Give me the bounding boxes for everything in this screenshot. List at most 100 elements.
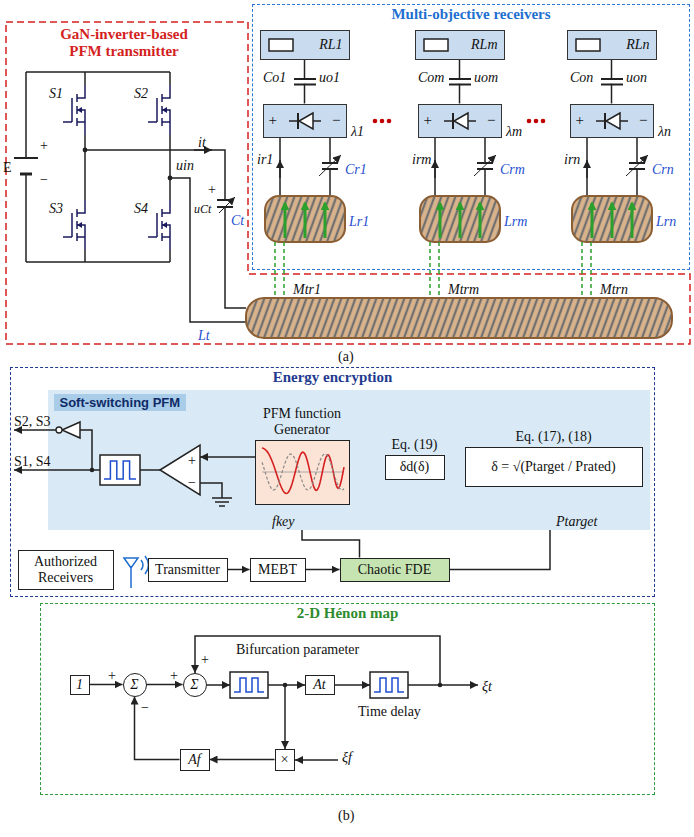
symbol-label: Lrm (504, 214, 527, 229)
signal-label: fkey (272, 514, 295, 529)
symbol-label: Mtr1 (293, 282, 321, 297)
ellipsis-dot (387, 119, 392, 124)
label-anchor: S2 (134, 84, 148, 102)
label-anchor: Lt (198, 326, 210, 344)
node-text: × (280, 752, 289, 768)
mosfet-symbol (148, 200, 170, 250)
symbol-label: Con (570, 70, 593, 85)
label-anchor: Cr1 (345, 160, 367, 178)
capacitor-plate (601, 79, 623, 85)
generator-fill (255, 440, 350, 505)
receiver-wire (587, 138, 637, 196)
soft-switching-band: Soft-switching PFMPFM function Generator… (48, 390, 650, 530)
symbol-label: E (3, 160, 12, 175)
rectifier-box: +− (570, 104, 654, 138)
mosfet-symbol (63, 85, 85, 135)
label-anchor: Crm (500, 160, 525, 178)
label-anchor: + (201, 650, 209, 668)
gate-wire (80, 430, 92, 470)
node-text: δd(δ) (400, 459, 430, 475)
node-text: 1 (76, 677, 83, 693)
symbol-label: Co1 (263, 70, 286, 85)
symbol-label: uo1 (319, 70, 340, 85)
gate-signal (14, 429, 56, 431)
label-anchor: ξf (342, 748, 352, 766)
symbol-label: Lrn (656, 214, 676, 229)
symbol-label: − (40, 172, 48, 187)
symbol-label: S4 (134, 201, 148, 216)
node-text: Chaotic FDE (358, 562, 432, 578)
junction-dot (283, 683, 288, 688)
antenna-symbol (124, 556, 149, 588)
receiver-wire (280, 138, 330, 196)
capacitor-gap (607, 80, 617, 84)
flux-arrow (284, 203, 287, 238)
symbol-label: uom (474, 70, 498, 85)
flux-arrow (304, 203, 307, 238)
node-text: MEBT (258, 562, 297, 578)
square-wave (234, 678, 264, 692)
symbol-label: uin (176, 158, 194, 173)
symbol-label: + (208, 182, 216, 197)
edge-label-anchor: Ptarget (556, 512, 597, 530)
label-anchor: Lr1 (349, 212, 369, 230)
label-anchor: Lrn (656, 212, 676, 230)
node-text: + (576, 112, 584, 129)
node-text: − (332, 112, 340, 129)
delay-block (370, 672, 408, 698)
node-text: RL1 (319, 37, 342, 53)
label-anchor: ir1 (257, 150, 273, 168)
node-text: RLm (471, 37, 497, 53)
pfm-wave (262, 448, 344, 493)
square-wave (104, 461, 136, 479)
multiplier-box: × (275, 749, 295, 771)
variable-arrow (219, 197, 235, 213)
transmitter-box: Transmitter (148, 558, 228, 582)
receiver-coil (420, 196, 500, 242)
henon-region: 2-D Hénon map1ΣΣAt×Af (40, 603, 655, 795)
symbol-label: ξt (482, 679, 492, 694)
mosfet-symbol (148, 85, 170, 135)
output-wire (170, 178, 246, 322)
connector (147, 684, 183, 686)
label-anchor: λn (658, 122, 671, 140)
symbol-label: Lr1 (349, 214, 369, 229)
node-text: Multi-objective receivers (391, 6, 550, 23)
symbol-label: S1, S4 (14, 454, 51, 469)
node-text: Energy encryption (273, 369, 393, 386)
symbol-label: Crn (652, 162, 674, 177)
connector (210, 759, 275, 761)
label-anchor: + (40, 136, 48, 154)
comparator-input (200, 456, 255, 458)
connector (228, 569, 250, 571)
ellipsis-dot (541, 119, 546, 124)
connector (135, 697, 180, 760)
symbol-label: λn (658, 124, 671, 139)
connector (306, 569, 340, 571)
resistor-symbol (576, 39, 600, 51)
symbol-label: (b) (338, 808, 354, 823)
variable-arrow (626, 155, 648, 176)
receiver-coil (572, 196, 652, 242)
rectifier-fill (418, 104, 502, 138)
node-text: + (269, 112, 277, 129)
symbol-label: λm (506, 124, 522, 139)
square-wave (374, 678, 404, 692)
label-anchor: Con (570, 68, 593, 86)
diode-bar (297, 113, 299, 129)
flux-arrow (439, 203, 442, 238)
label-anchor: Ct (231, 211, 244, 229)
symbol-label: ir1 (257, 152, 273, 167)
symbol-label: + (40, 138, 48, 153)
label-anchor: irn (564, 150, 580, 168)
symbol-label: irn (564, 152, 580, 167)
diode-symbol (606, 113, 620, 129)
label-anchor: ξt (482, 677, 492, 695)
node-text: 2-D Hénon map (297, 605, 399, 622)
label-anchor: uCt (194, 199, 211, 217)
flux-arrow (479, 203, 482, 238)
label-anchor: + (188, 451, 196, 469)
label-anchor: + (208, 180, 216, 198)
